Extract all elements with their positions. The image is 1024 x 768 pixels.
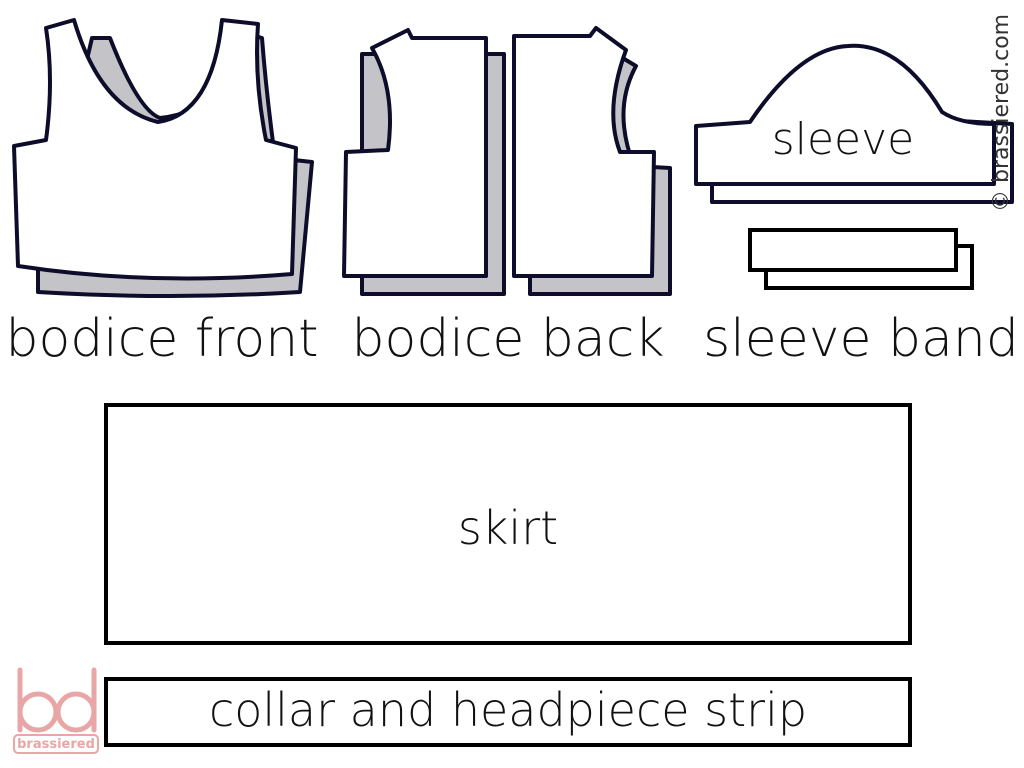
bodice-front-main xyxy=(12,18,298,281)
logo-name: brassiered xyxy=(17,737,95,752)
bodice-back-label: bodice back xyxy=(352,309,665,369)
skirt-label: skirt xyxy=(458,501,558,555)
collar-strip-piece: collar and headpiece strip xyxy=(104,677,912,747)
brand-logo: brassiered xyxy=(13,667,99,754)
collar-strip-rect xyxy=(104,677,912,747)
collar-strip-label: collar and headpiece strip xyxy=(209,683,807,737)
bodice-front-piece xyxy=(12,18,314,298)
bodice-back-left-main xyxy=(342,28,488,278)
skirt-rect xyxy=(104,403,912,645)
bodice-front-label: bodice front xyxy=(5,309,318,369)
sleeve-main xyxy=(694,43,996,186)
bodice-back-left-piece xyxy=(342,28,506,296)
sleeve-band-piece xyxy=(748,228,974,290)
bodice-back-right-piece xyxy=(512,26,672,296)
sleeve-piece: sleeve xyxy=(694,43,1014,204)
sleeve-band-label: sleeve band xyxy=(703,309,1019,369)
watermark: © brassiered.com xyxy=(989,14,1014,212)
sleeve-band-front xyxy=(748,228,958,272)
sleeve-label: sleeve xyxy=(772,114,914,165)
skirt-piece: skirt xyxy=(104,403,912,645)
bodice-back-right-main xyxy=(512,26,656,278)
